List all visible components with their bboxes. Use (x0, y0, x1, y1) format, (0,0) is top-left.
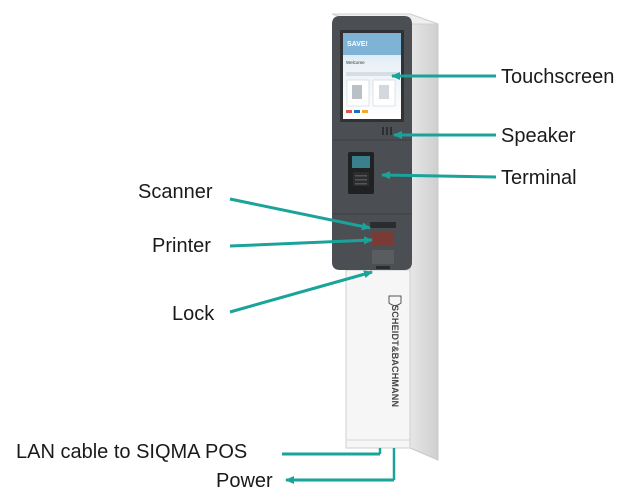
arrow-printer (229, 236, 373, 248)
label-speaker: Speaker (501, 125, 576, 147)
cables (378, 448, 396, 480)
speaker-grille (382, 127, 392, 135)
arrow-terminal (381, 171, 497, 180)
screen-heading: SAVE! (347, 41, 368, 48)
label-lan-cable: LAN cable to SIQMA POS (16, 441, 248, 463)
callout-arrows (229, 72, 497, 484)
brand-crest-icon (388, 295, 402, 306)
label-lock: Lock (172, 303, 215, 325)
label-touchscreen: Touchscreen (501, 66, 615, 88)
arrow-scanner (229, 197, 371, 231)
payment-terminal (348, 152, 374, 194)
touchscreen-display: SAVE! Welcome (340, 30, 404, 122)
label-terminal: Terminal (501, 167, 577, 189)
label-power: Power (216, 470, 273, 492)
brand-logo-text: SCHEIDT&BACHMANN (390, 305, 400, 407)
arrow-lock (229, 270, 373, 314)
label-scanner: Scanner (138, 181, 213, 203)
screen-welcome: Welcome (346, 60, 365, 65)
label-printer: Printer (152, 235, 211, 257)
scanner-printer-area (370, 222, 396, 269)
